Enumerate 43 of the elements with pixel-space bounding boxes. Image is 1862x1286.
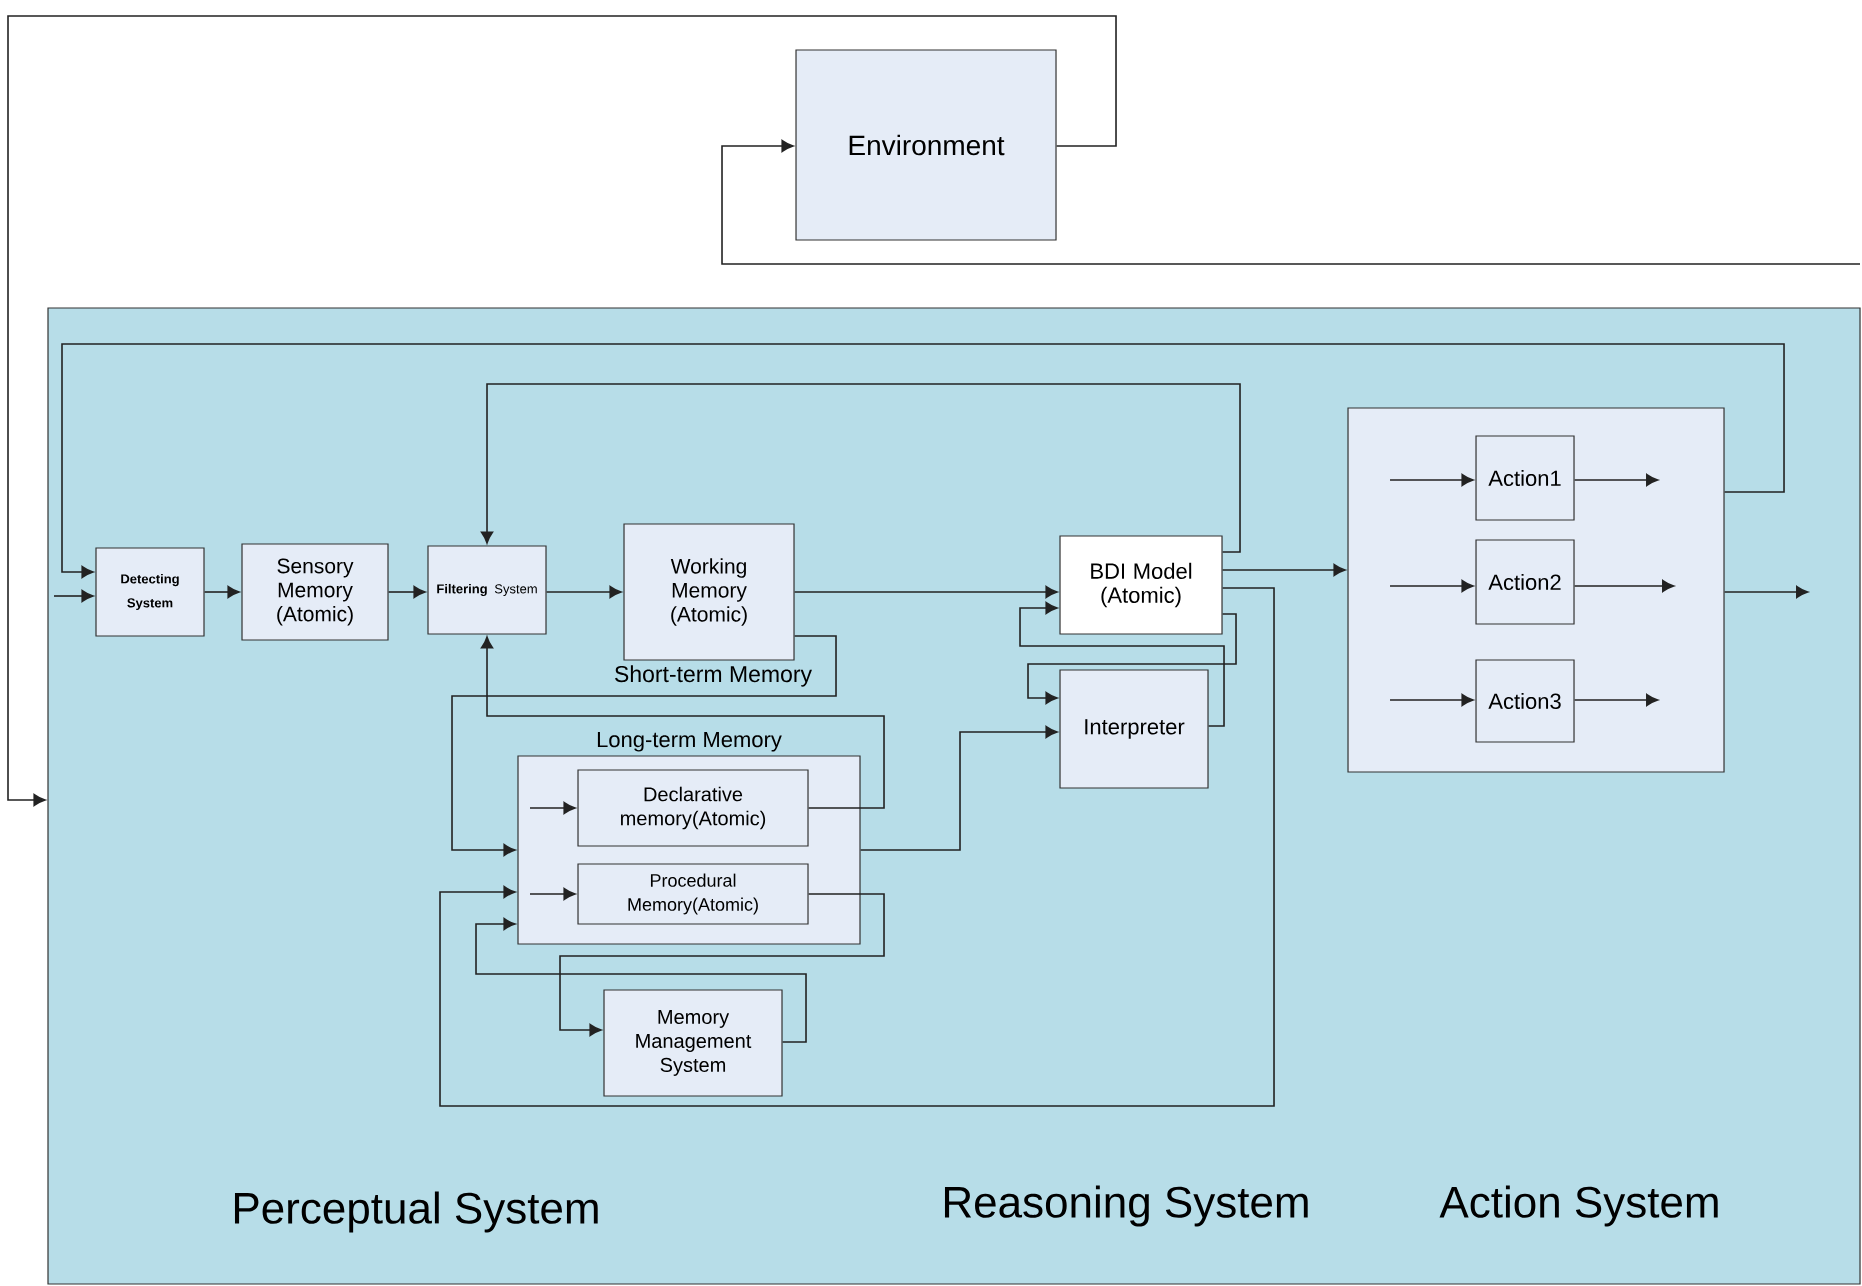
system-label: Reasoning System xyxy=(944,1185,1308,1227)
system-label: Perceptual System xyxy=(235,1191,598,1233)
group-label: Short-term Memory xyxy=(615,665,812,687)
arrow xyxy=(53,589,94,603)
arrow xyxy=(387,585,426,599)
arrow xyxy=(1723,585,1809,599)
arrow xyxy=(721,139,1861,265)
process-box: Interpreter xyxy=(1059,669,1209,789)
arrow xyxy=(439,587,1275,1107)
arrow xyxy=(475,917,807,1043)
arrow xyxy=(1389,473,1474,487)
process-box: Sensory Memory (Atomic) xyxy=(241,543,389,641)
process-box: Working Memory (Atomic) xyxy=(623,523,795,661)
arrow xyxy=(1389,693,1474,707)
arrow xyxy=(451,635,837,857)
process-box: BDI Model (Atomic) xyxy=(1059,535,1223,635)
process-box: Memory Management System xyxy=(603,989,783,1097)
arrow xyxy=(1573,693,1659,707)
arrow xyxy=(1019,601,1225,727)
node-label: Long-term Memory xyxy=(597,731,782,752)
process-box: Action2 xyxy=(1475,539,1575,625)
arrow xyxy=(859,725,1058,851)
process-box: Action3 xyxy=(1475,659,1575,743)
arrow xyxy=(480,383,1241,553)
arrow xyxy=(559,893,885,1037)
environment-box: Environment xyxy=(795,49,1057,241)
arrow xyxy=(1573,473,1659,487)
arrow xyxy=(793,585,1058,599)
arrow xyxy=(545,585,622,599)
arrow xyxy=(529,887,576,901)
system-label: Action System xyxy=(1439,1185,1718,1227)
arrow xyxy=(1027,613,1237,705)
process-box: Procedural Memory(Atomic) xyxy=(577,863,809,925)
arrow xyxy=(203,585,240,599)
process-box: Declarative memory(Atomic) xyxy=(577,769,809,847)
arrow xyxy=(1221,563,1346,577)
process-box: Action1 xyxy=(1475,435,1575,521)
arrow xyxy=(529,801,576,815)
arrow xyxy=(480,636,885,809)
arrow xyxy=(1389,579,1474,593)
arrow xyxy=(61,343,1785,579)
arrow xyxy=(7,15,1117,807)
arrow xyxy=(1573,579,1675,593)
